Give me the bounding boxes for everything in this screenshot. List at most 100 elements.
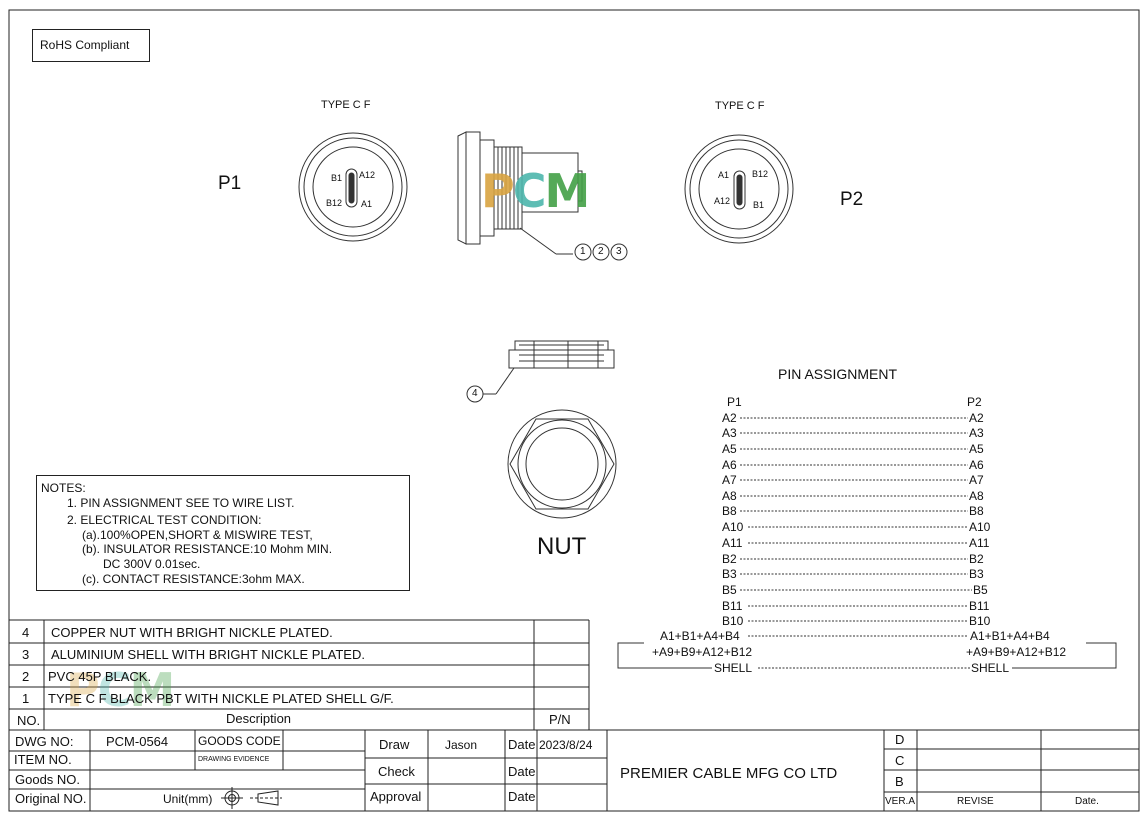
note-line: (a).100%OPEN,SHORT & MISWIRE TEST, xyxy=(82,528,313,542)
p2-pin-a12: A12 xyxy=(714,196,731,206)
connector-side-view xyxy=(457,131,583,255)
watermark-letter-p: P xyxy=(66,663,100,717)
pin-row-left: B8 xyxy=(722,504,737,518)
p1-pin-b12: B12 xyxy=(326,198,343,208)
group1-left: A1+B1+A4+B4 xyxy=(660,629,740,643)
pin-row-right: A11 xyxy=(969,536,990,550)
p1-connector-face xyxy=(298,132,408,242)
pin-head-right: P2 xyxy=(967,395,982,409)
notes-title: NOTES: xyxy=(41,481,86,495)
pin-row-right: A2 xyxy=(969,411,984,425)
watermark-letter-m: M xyxy=(544,164,590,218)
bom-row-no: 4 xyxy=(22,625,30,640)
unit-label: Unit(mm) xyxy=(163,792,213,806)
p2-label: P2 xyxy=(840,189,864,210)
approval-date-label: Date xyxy=(508,789,536,804)
rohs-label: RoHS Compliant xyxy=(40,38,130,52)
note-line: (b). INSULATOR RESISTANCE:10 Mohm MIN. xyxy=(82,542,333,556)
goods-code-label: GOODS CODE xyxy=(198,734,281,748)
pin-row-right: B3 xyxy=(969,567,984,581)
bom-head-desc: Description xyxy=(226,711,292,726)
bom-table-lines xyxy=(9,619,1139,731)
pin-row-left: B5 xyxy=(722,583,737,597)
shell-right: SHELL xyxy=(971,661,1010,675)
pcm-watermark-logo-faint: PCM xyxy=(66,663,175,717)
company-name: PREMIER CABLE MFG CO LTD xyxy=(620,765,838,782)
dwg-no-value: PCM-0564 xyxy=(106,734,169,749)
title-block-lines xyxy=(9,730,1139,811)
callout-2: 2 xyxy=(598,246,604,257)
p1-pin-a12: A12 xyxy=(359,170,376,180)
revision-d: D xyxy=(895,732,905,747)
rev-date-label: Date. xyxy=(1075,796,1099,807)
pin-row-right: A8 xyxy=(969,489,984,503)
p1-label: P1 xyxy=(218,173,242,194)
pin-row-left: B3 xyxy=(722,567,737,581)
nut-front-view xyxy=(507,409,617,519)
pin-row-left: A5 xyxy=(722,442,737,456)
p1-pin-b1: B1 xyxy=(331,173,343,183)
bom-row-desc: COPPER NUT WITH BRIGHT NICKLE PLATED. xyxy=(51,625,333,640)
p2-pin-b1: B1 xyxy=(753,200,765,210)
pin-row-left: B2 xyxy=(722,552,737,566)
bom-row-desc: ALUMINIUM SHELL WITH BRIGHT NICKLE PLATE… xyxy=(51,647,365,662)
pin-row-right: B10 xyxy=(969,614,991,628)
watermark-letter-c: C xyxy=(512,164,547,218)
pin-row-right: B8 xyxy=(969,504,984,518)
pin-row-left: B11 xyxy=(722,599,743,613)
group2-right: +A9+B9+A12+B12 xyxy=(966,645,1067,659)
note-line: 2. ELECTRICAL TEST CONDITION: xyxy=(67,513,262,527)
pin-row-left: A6 xyxy=(722,458,737,472)
rohs-box xyxy=(32,29,150,62)
p2-type-label: TYPE C F xyxy=(715,100,765,112)
projection-symbol xyxy=(221,787,282,809)
p1-type-label: TYPE C F xyxy=(321,99,371,111)
approval-label: Approval xyxy=(370,789,422,804)
bom-row-desc: PVC 45P BLACK. xyxy=(48,669,152,684)
pin-row-right: A7 xyxy=(969,473,984,487)
revision-c: C xyxy=(895,753,905,768)
check-label: Check xyxy=(378,764,415,779)
goods-no-label: Goods NO. xyxy=(15,772,81,787)
drawing-border xyxy=(8,9,1140,812)
pin-assignment-title: PIN ASSIGNMENT xyxy=(778,366,898,382)
drawing-evidence-label: DRAWING EVIDENCE xyxy=(198,756,270,763)
pin-assignment-lines xyxy=(740,417,972,669)
pin-row-left: A7 xyxy=(722,473,737,487)
bom-head-no: NO. xyxy=(17,713,41,728)
pin-row-right: A6 xyxy=(969,458,984,472)
watermark-letter-m: M xyxy=(129,663,175,717)
draw-label: Draw xyxy=(379,737,410,752)
group1-right: A1+B1+A4+B4 xyxy=(970,629,1050,643)
bom-row-no: 1 xyxy=(22,691,30,706)
pin-row-left: A10 xyxy=(722,520,744,534)
nut-side-view xyxy=(466,340,615,403)
p2-pin-a1: A1 xyxy=(718,170,730,180)
pin-head-left: P1 xyxy=(727,395,742,409)
revise-label: REVISE xyxy=(957,796,994,807)
pin-row-right: A5 xyxy=(969,442,984,456)
p1-pin-a1: A1 xyxy=(361,199,373,209)
check-date-label: Date xyxy=(508,764,536,779)
draw-date-value: 2023/8/24 xyxy=(539,738,593,752)
shell-left: SHELL xyxy=(714,661,753,675)
item-no-label: ITEM NO. xyxy=(14,752,72,767)
p2-pin-b12: B12 xyxy=(752,169,769,179)
watermark-letter-c: C xyxy=(97,663,132,717)
pin-row-left: A8 xyxy=(722,489,737,503)
bom-row-desc: TYPE C F BLACK PBT WITH NICKLE PLATED SH… xyxy=(48,691,394,706)
pin-row-left: B10 xyxy=(722,614,744,628)
nut-label: NUT xyxy=(537,533,587,560)
note-line: DC 300V 0.01sec. xyxy=(103,557,201,571)
callout-1: 1 xyxy=(580,246,586,257)
pin-row-left: A2 xyxy=(722,411,737,425)
draw-name: Jason xyxy=(445,738,478,752)
note-line: (c). CONTACT RESISTANCE:3ohm MAX. xyxy=(82,572,305,586)
pin-row-right: B11 xyxy=(969,599,990,613)
bom-row-no: 2 xyxy=(22,669,30,684)
group-brackets xyxy=(617,642,1117,669)
draw-date-label: Date xyxy=(508,737,536,752)
watermark-letter-p: P xyxy=(481,164,515,218)
pin-row-right: A3 xyxy=(969,426,984,440)
